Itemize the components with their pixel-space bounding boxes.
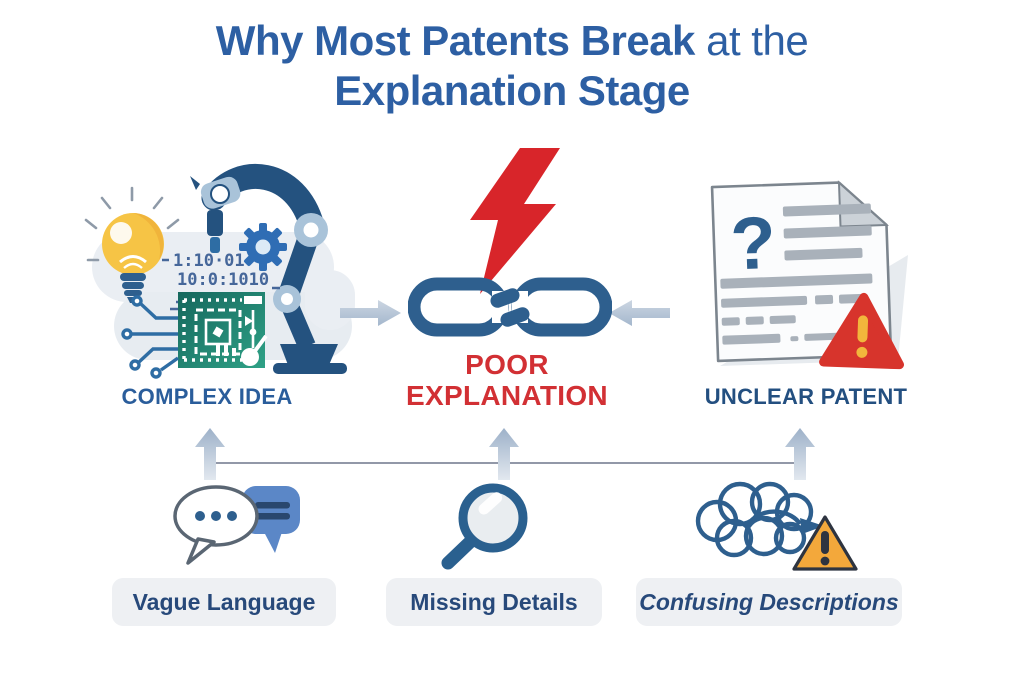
tangled-scribble xyxy=(695,481,824,558)
confusing-descriptions-label: Confusing Descriptions xyxy=(639,588,899,615)
unclear-patent-illustration: ? xyxy=(710,180,908,370)
up-arrow-icon-center xyxy=(489,428,519,480)
confusing-descriptions-pill: Confusing Descriptions xyxy=(636,578,902,626)
missing-details-pill: Missing Details xyxy=(386,578,602,626)
document-icon: ? xyxy=(710,180,893,363)
magnifying-glass-icon xyxy=(441,483,528,570)
title-line-2: Explanation Stage xyxy=(334,66,690,114)
up-arrow-icon-left xyxy=(195,428,225,480)
tangled-scribble-warning-icon xyxy=(695,481,858,571)
warning-triangle-small-icon xyxy=(792,515,858,571)
question-mark-icon: ? xyxy=(729,201,777,286)
vague-language-label: Vague Language xyxy=(132,588,316,615)
warning-triangle-icon xyxy=(819,292,905,370)
lightning-bolt-icon xyxy=(470,148,560,294)
title-emphasis: Why Most Patents Break xyxy=(215,17,696,64)
speech-bubbles-icon xyxy=(173,485,300,565)
robot-arm-icon xyxy=(190,164,347,374)
white-speech-bubble xyxy=(173,485,259,565)
title-suffix: at the xyxy=(694,17,809,64)
lightbulb-icon xyxy=(84,186,180,303)
poor-explanation-label: POOR EXPLANATION xyxy=(382,349,632,412)
circuit-traces-icon xyxy=(121,295,179,379)
vague-language-pill: Vague Language xyxy=(112,578,336,626)
broken-chain-icon xyxy=(408,277,612,337)
title-line-1: Why Most Patents Break at the xyxy=(0,16,1024,66)
up-arrow-icon-right xyxy=(785,428,815,480)
poor-label-line-2: EXPLANATION xyxy=(406,379,608,411)
circuit-board-icon xyxy=(178,292,268,368)
svg-text:10:0:1010: 10:0:1010 xyxy=(177,270,269,290)
missing-details-label: Missing Details xyxy=(410,588,578,615)
complex-idea-label: COMPLEX IDEA xyxy=(121,384,293,409)
binary-code-text: 1:10·01 10:0:1010 xyxy=(162,251,280,311)
svg-text:1:10·01: 1:10·01 xyxy=(173,251,245,271)
complex-idea-illustration: 1:10·01 10:0:1010 xyxy=(84,164,355,379)
arrow-right-icon xyxy=(340,300,401,326)
arrow-left-icon xyxy=(609,300,670,326)
unclear-patent-label: UNCLEAR PATENT xyxy=(704,384,908,409)
page-title: Why Most Patents Break at the Explanatio… xyxy=(0,16,1024,115)
poor-label-line-1: POOR xyxy=(465,349,549,380)
gear-icon xyxy=(239,223,287,271)
